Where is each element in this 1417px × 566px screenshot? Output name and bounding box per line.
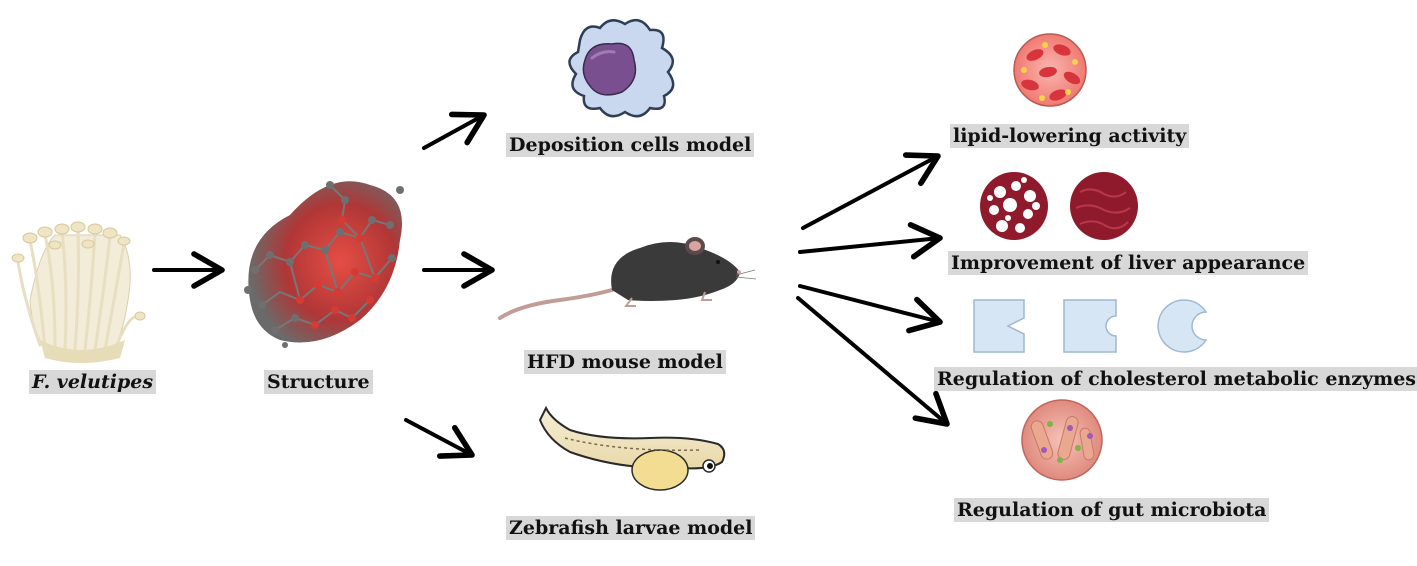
model-label-cells: Deposition cells model (506, 133, 755, 157)
model-label-zebrafish: Zebrafish larvae model (506, 516, 756, 540)
effect-label-liver: Improvement of liver appearance (948, 251, 1309, 275)
structure-label: Structure (264, 370, 373, 394)
arrow-mouse-to-enzymes (798, 284, 943, 334)
cell-icon (568, 18, 675, 118)
gut-microbiota-icon (1021, 399, 1103, 481)
fatty-liver-icon (980, 172, 1048, 240)
healthy-liver-icon (1070, 172, 1138, 240)
arrow-mouse-to-lipid (801, 152, 941, 230)
arrow-mouse-to-liver (798, 222, 943, 260)
mushroom-icon (11, 221, 146, 363)
zebrafish-icon (538, 405, 726, 491)
enzyme-shape-icon (973, 299, 1208, 353)
arrow-mouse-to-microbiota (796, 296, 950, 427)
arrow-structure-to-cells (422, 111, 487, 150)
effect-label-lipid: lipid-lowering activity (950, 124, 1190, 148)
mouse-icon (498, 237, 757, 320)
blood-lipid-icon (1013, 33, 1087, 107)
arrow-structure-to-zebrafish (404, 418, 475, 459)
source-label: F. velutipes (29, 370, 157, 394)
effect-label-microbiota: Regulation of gut microbiota (954, 498, 1270, 522)
molecule-structure-icon (244, 181, 404, 348)
model-label-mouse: HFD mouse model (524, 350, 726, 374)
effect-label-enzymes: Regulation of cholesterol metabolic enzy… (934, 367, 1417, 391)
